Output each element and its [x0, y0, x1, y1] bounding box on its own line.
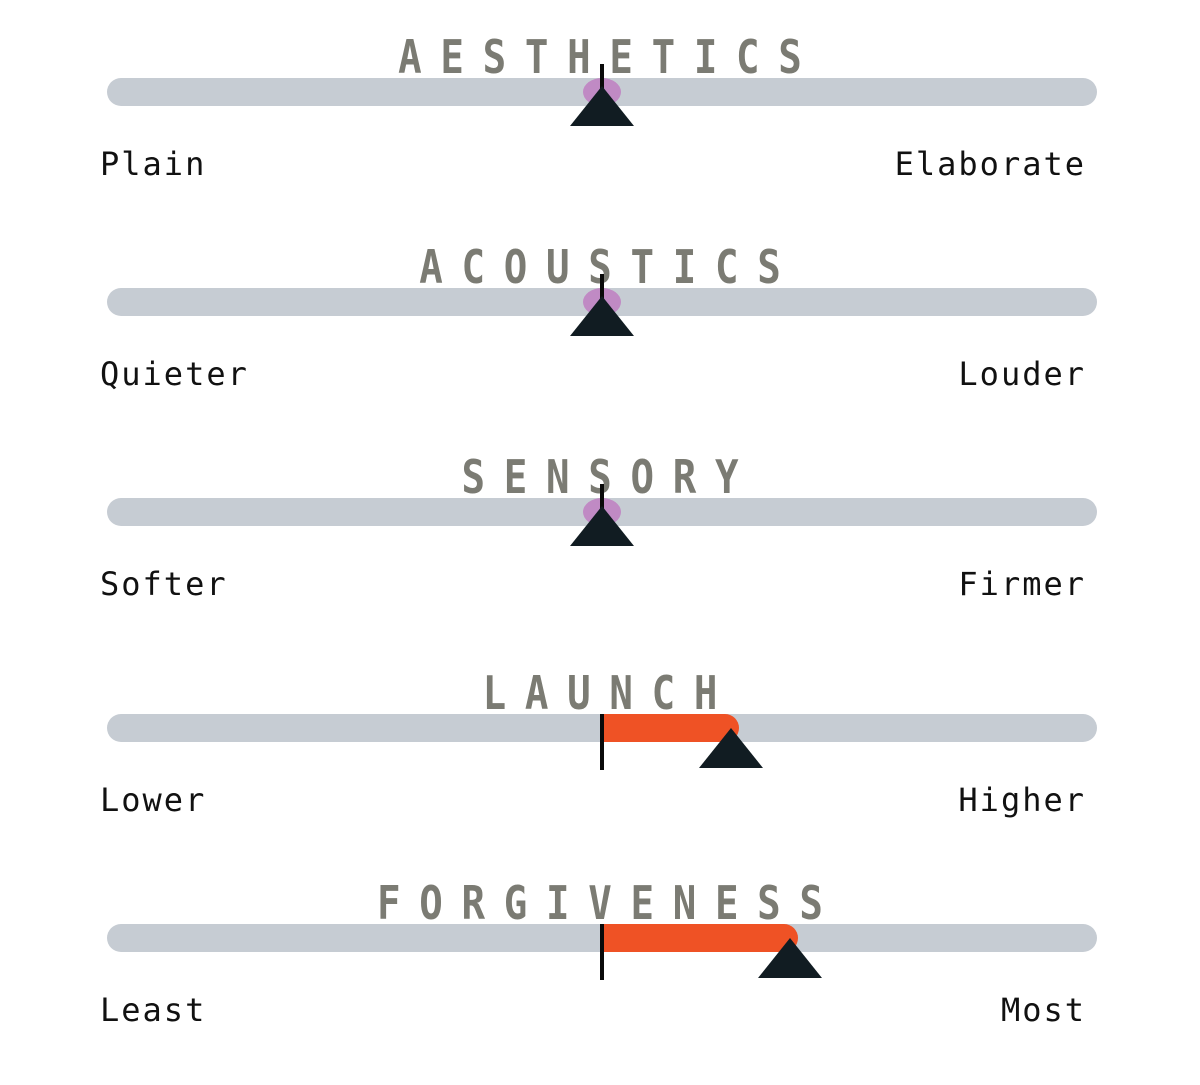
slider-pointer-icon[interactable] — [758, 938, 823, 978]
right-label: Most — [1000, 991, 1086, 1029]
left-label: Lower — [100, 781, 207, 819]
slider-track[interactable] — [107, 924, 1097, 980]
baseline-marker — [600, 64, 604, 100]
slider-title: AESTHETICS — [398, 30, 821, 84]
slider-title: FORGIVENESS — [377, 876, 842, 930]
baseline-marker — [600, 714, 604, 770]
right-label: Elaborate — [894, 145, 1086, 183]
slider-launch: LAUNCH Lower Higher — [0, 636, 1200, 846]
baseline-marker — [600, 484, 604, 520]
slider-sensory: SENSORY Softer Firmer — [0, 420, 1200, 630]
slider-pointer-icon[interactable] — [698, 728, 763, 768]
slider-aesthetics: AESTHETICS Plain Elaborate — [0, 0, 1200, 210]
left-label: Softer — [100, 565, 228, 603]
slider-pointer-icon[interactable] — [570, 506, 634, 546]
slider-track[interactable] — [107, 64, 1097, 126]
slider-acoustics: ACOUSTICS Quieter Louder — [0, 210, 1200, 420]
slider-pointer-icon[interactable] — [570, 86, 634, 126]
slider-pointer-icon[interactable] — [570, 296, 634, 336]
slider-title: LAUNCH — [482, 666, 737, 720]
right-label: Firmer — [958, 565, 1086, 603]
right-label: Higher — [958, 781, 1086, 819]
baseline-marker — [600, 274, 604, 310]
right-label: Louder — [958, 355, 1086, 393]
slider-track[interactable] — [107, 274, 1097, 336]
slider-forgiveness: FORGIVENESS Least Most — [0, 846, 1200, 1056]
left-label: Quieter — [100, 355, 249, 393]
baseline-marker — [600, 924, 604, 980]
left-label: Plain — [100, 145, 207, 183]
slider-track[interactable] — [107, 714, 1097, 770]
left-label: Least — [100, 991, 207, 1029]
slider-track[interactable] — [107, 484, 1097, 546]
